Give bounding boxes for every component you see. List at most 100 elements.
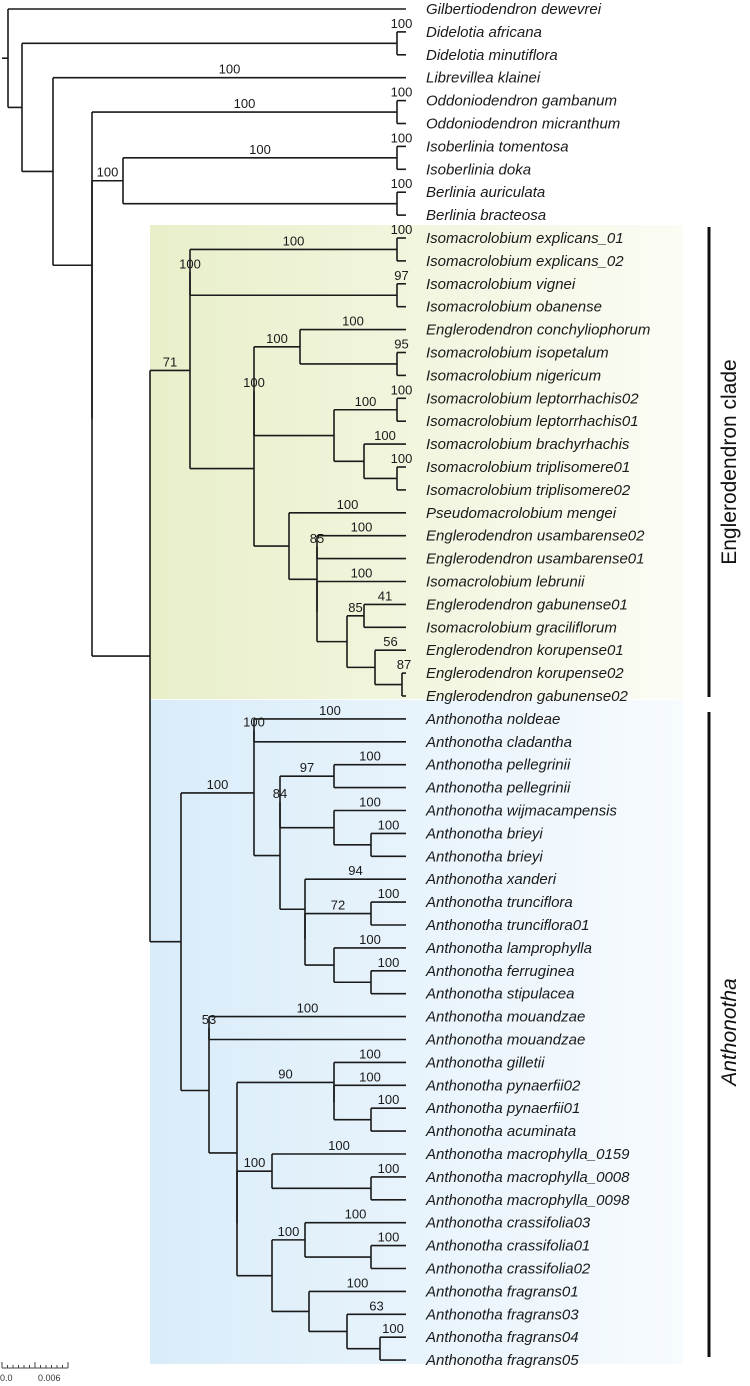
support-value: 100	[391, 451, 413, 466]
taxon-label: Anthonotha macrophylla_0098	[425, 1192, 630, 1209]
taxon-label: Anthonotha cladantha	[425, 734, 572, 751]
taxon-label: Anthonotha wijmacampensis	[425, 803, 617, 820]
taxon-label: Berlinia bracteosa	[426, 207, 546, 224]
support-value: 100	[342, 314, 364, 329]
support-value: 97	[394, 268, 408, 283]
support-value: 100	[328, 1138, 350, 1153]
taxon-label: Englerodendron usambarense01	[426, 551, 645, 568]
support-value: 90	[278, 1066, 292, 1081]
support-value: 85	[310, 531, 324, 546]
taxon-label: Anthonotha fragrans05	[425, 1352, 579, 1369]
support-value: 100	[391, 222, 413, 237]
support-value: 63	[369, 1298, 383, 1313]
support-value: 100	[391, 130, 413, 145]
support-value: 100	[337, 497, 359, 512]
support-value: 100	[382, 1321, 404, 1336]
support-value: 100	[378, 1230, 400, 1245]
taxon-label: Anthonotha pynaerfii02	[425, 1077, 581, 1094]
support-value: 87	[397, 657, 411, 672]
taxon-label: Englerodendron korupense01	[426, 642, 624, 659]
taxon-label: Isomacrolobium isopetalum	[426, 345, 609, 362]
taxon-label: Englerodendron gabunense01	[426, 596, 628, 613]
support-value: 56	[383, 634, 397, 649]
support-value: 100	[278, 1224, 300, 1239]
support-value: 100	[351, 520, 373, 535]
support-value: 100	[359, 749, 381, 764]
taxon-label: Librevillea klainei	[426, 70, 541, 87]
taxon-label: Anthonotha macrophylla_0159	[425, 1146, 630, 1163]
support-value: 85	[348, 600, 362, 615]
scale-right-label: 0.006	[38, 1373, 61, 1383]
support-value: 41	[378, 588, 392, 603]
scale-bar-ticks	[1, 1362, 69, 1368]
support-value: 100	[391, 176, 413, 191]
support-value: 100	[378, 1092, 400, 1107]
taxon-label: Anthonotha gilletii	[425, 1054, 545, 1071]
taxon-label: Anthonotha trunciflora01	[425, 917, 589, 934]
taxon-label: Anthonotha fragrans04	[425, 1329, 579, 1346]
taxon-label: Isoberlinia tomentosa	[426, 138, 569, 155]
taxon-label: Oddoniodendron micranthum	[426, 116, 620, 133]
taxon-label: Anthonotha crassifolia01	[425, 1238, 590, 1255]
taxon-label: Anthonotha trunciflora	[425, 894, 573, 911]
anthonotha-clade-label: Anthonotha	[718, 978, 741, 1087]
taxon-label: Isomacrolobium vignei	[426, 276, 576, 293]
englerodendron-clade-shading	[150, 225, 683, 699]
taxon-label: Didelotia africana	[426, 24, 542, 41]
support-value: 100	[243, 714, 265, 729]
taxon-label: Englerodendron conchyliophorum	[426, 322, 650, 339]
taxon-label: Isomacrolobium triplisomere01	[426, 459, 630, 476]
support-value: 100	[359, 1069, 381, 1084]
support-value: 100	[378, 817, 400, 832]
taxon-label: Englerodendron korupense02	[426, 665, 624, 682]
support-value: 100	[378, 886, 400, 901]
taxon-label: Anthonotha macrophylla_0008	[425, 1169, 630, 1186]
taxon-label: Isomacrolobium nigericum	[426, 367, 601, 384]
support-value: 100	[244, 1155, 266, 1170]
taxon-label: Isomacrolobium explicans_01	[426, 230, 624, 247]
taxon-label: Isoberlinia doka	[426, 161, 531, 178]
taxon-label: Anthonotha brieyi	[425, 825, 543, 842]
support-value: 72	[331, 898, 345, 913]
taxon-label: Didelotia minutiflora	[426, 47, 558, 64]
support-value: 100	[374, 428, 396, 443]
taxon-label: Gilbertiodendron dewevrei	[426, 1, 602, 18]
taxon-label: Anthonotha fragrans03	[425, 1306, 579, 1323]
taxon-label: Pseudomacrolobium mengei	[426, 505, 617, 522]
taxon-label: Isomacrolobium lebrunii	[426, 574, 585, 591]
support-value: 100	[347, 1275, 369, 1290]
taxon-label: Anthonotha pellegrinii	[425, 757, 571, 774]
support-value: 100	[97, 165, 119, 180]
support-value: 100	[243, 375, 265, 390]
support-value: 53	[202, 1012, 216, 1027]
support-value: 95	[394, 337, 408, 352]
support-value: 100	[283, 233, 305, 248]
taxon-label: Anthonotha crassifolia02	[425, 1261, 591, 1278]
taxon-label: Isomacrolobium triplisomere02	[426, 482, 631, 499]
support-value: 100	[219, 62, 241, 77]
support-value: 100	[391, 382, 413, 397]
support-value: 100	[345, 1207, 367, 1222]
support-value: 100	[351, 566, 373, 581]
taxon-label: Berlinia auriculata	[426, 184, 545, 201]
taxon-label: Anthonotha pellegrinii	[425, 780, 571, 797]
taxon-label: Englerodendron gabunense02	[426, 688, 628, 705]
taxon-label: Isomacrolobium obanense	[426, 299, 602, 316]
taxon-label: Anthonotha stipulacea	[425, 986, 574, 1003]
support-value: 100	[391, 16, 413, 31]
support-value: 100	[359, 1046, 381, 1061]
taxon-label: Isomacrolobium graciliflorum	[426, 619, 617, 636]
taxon-label: Isomacrolobium explicans_02	[426, 253, 624, 270]
support-value: 100	[355, 394, 377, 409]
taxon-label: Anthonotha mouandzae	[425, 1009, 585, 1026]
support-value: 100	[378, 1161, 400, 1176]
taxon-label: Oddoniodendron gambanum	[426, 93, 617, 110]
taxon-label: Englerodendron usambarense02	[426, 528, 645, 545]
support-value: 100	[207, 777, 229, 792]
taxon-label: Anthonotha acuminata	[425, 1123, 576, 1140]
support-value: 71	[163, 355, 177, 370]
support-value: 100	[391, 85, 413, 100]
anthonotha-clade-shading	[150, 700, 683, 1364]
support-value: 100	[378, 955, 400, 970]
support-value: 100	[359, 932, 381, 947]
